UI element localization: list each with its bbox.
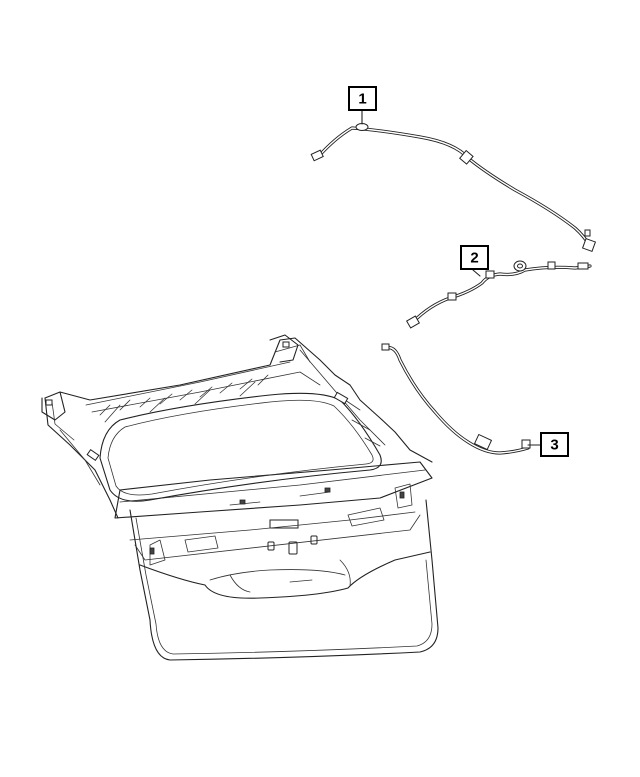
washer-hose-2[interactable] [405,260,592,329]
callout-3-label: 3 [550,437,558,454]
washer-hose-1[interactable] [310,123,597,253]
liftgate-assembly [41,334,439,661]
callout-leaders [361,109,542,446]
callout-2-label: 2 [470,250,478,267]
callout-3: 3 [540,432,569,457]
callout-2: 2 [460,245,489,270]
washer-hose-3[interactable] [381,343,531,455]
callout-1-label: 1 [358,91,366,108]
callout-1: 1 [348,86,377,111]
